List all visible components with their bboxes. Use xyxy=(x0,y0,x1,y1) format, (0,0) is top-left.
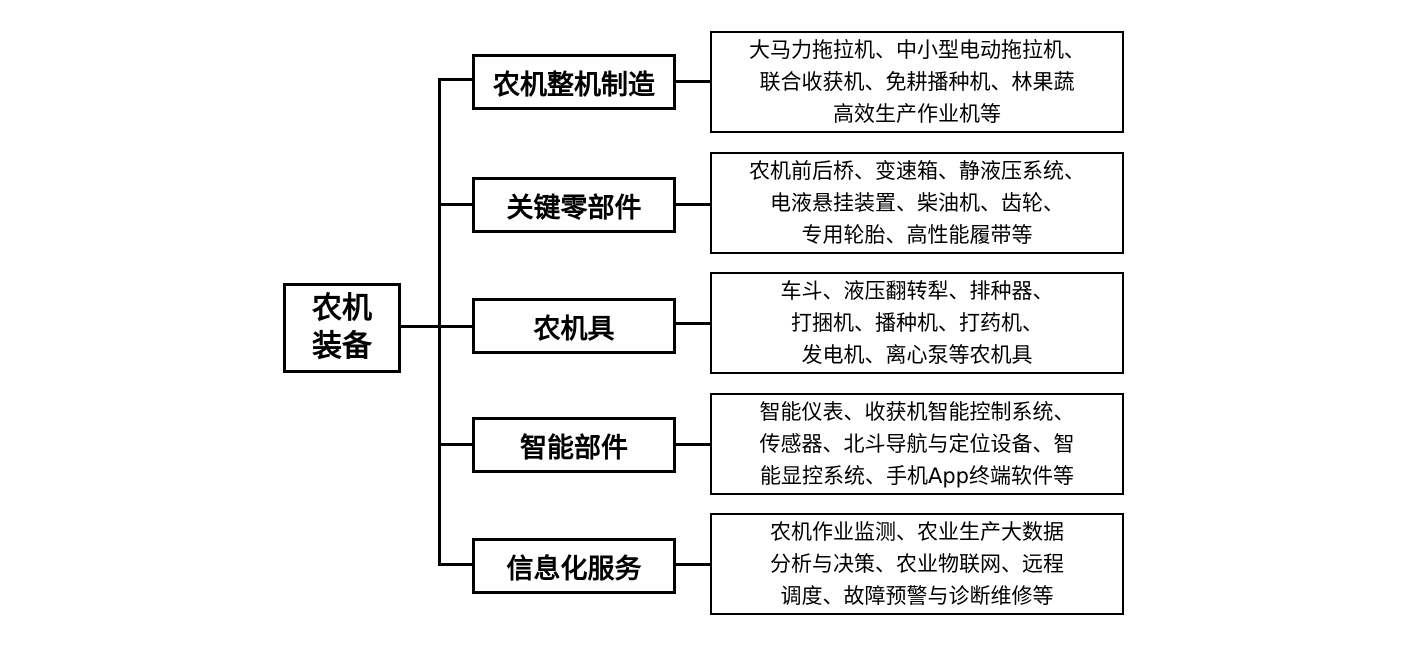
leaf-connector-line xyxy=(676,203,712,206)
description-line: 传感器、北斗导航与定位设备、智 xyxy=(759,432,1075,456)
root-label-line: 农机 xyxy=(312,291,372,326)
branch-line xyxy=(438,563,474,566)
category-node: 信息化服务 xyxy=(472,538,676,594)
leaf-connector-line xyxy=(676,322,712,325)
leaf-connector-line xyxy=(676,80,712,83)
description-node: 农机前后桥、变速箱、静液压系统、 电液悬挂装置、柴油机、齿轮、 专用轮胎、高性能… xyxy=(710,152,1124,254)
branch-line xyxy=(438,443,474,446)
description-line: 分析与决策、农业物联网、远程 xyxy=(770,552,1064,576)
root-connector-line xyxy=(401,325,440,328)
description-line: 农机前后桥、变速箱、静液压系统、 xyxy=(749,159,1085,183)
description-node: 车斗、液压翻转犁、排种器、 打捆机、播种机、打药机、 发电机、离心泵等农机具 xyxy=(710,272,1124,374)
description-node: 大马力拖拉机、中小型电动拖拉机、 联合收获机、免耕播种机、林果蔬 高效生产作业机… xyxy=(710,31,1124,133)
trunk-line xyxy=(438,78,441,566)
branch-line xyxy=(438,78,474,81)
category-node: 农机整机制造 xyxy=(472,54,676,110)
root-node: 农机 装备 xyxy=(283,283,401,373)
root-label-line: 装备 xyxy=(312,329,372,364)
description-line: 农机作业监测、农业生产大数据 xyxy=(770,520,1064,544)
description-line: 调度、故障预警与诊断维修等 xyxy=(780,584,1054,608)
description-line: 发电机、离心泵等农机具 xyxy=(801,343,1033,367)
description-line: 大马力拖拉机、中小型电动拖拉机、 xyxy=(749,38,1085,62)
description-line: 专用轮胎、高性能履带等 xyxy=(801,223,1033,247)
branch-line xyxy=(438,325,474,328)
leaf-connector-line xyxy=(676,443,712,446)
description-line: 电液悬挂装置、柴油机、齿轮、 xyxy=(770,191,1064,215)
description-node: 智能仪表、收获机智能控制系统、 传感器、北斗导航与定位设备、智 能显控系统、手机… xyxy=(710,393,1124,495)
description-node: 农机作业监测、农业生产大数据 分析与决策、农业物联网、远程 调度、故障预警与诊断… xyxy=(710,513,1124,615)
category-node: 智能部件 xyxy=(472,417,676,473)
category-node: 关键零部件 xyxy=(472,177,676,233)
description-line: 高效生产作业机等 xyxy=(833,102,1001,126)
branch-line xyxy=(438,203,474,206)
description-line: 打捆机、播种机、打药机、 xyxy=(791,311,1043,335)
category-node: 农机具 xyxy=(472,298,676,354)
description-line: 能显控系统、手机App终端软件等 xyxy=(759,464,1075,488)
leaf-connector-line xyxy=(676,563,712,566)
description-line: 智能仪表、收获机智能控制系统、 xyxy=(759,400,1075,424)
description-line: 联合收获机、免耕播种机、林果蔬 xyxy=(759,70,1075,94)
description-line: 车斗、液压翻转犁、排种器、 xyxy=(780,279,1054,303)
